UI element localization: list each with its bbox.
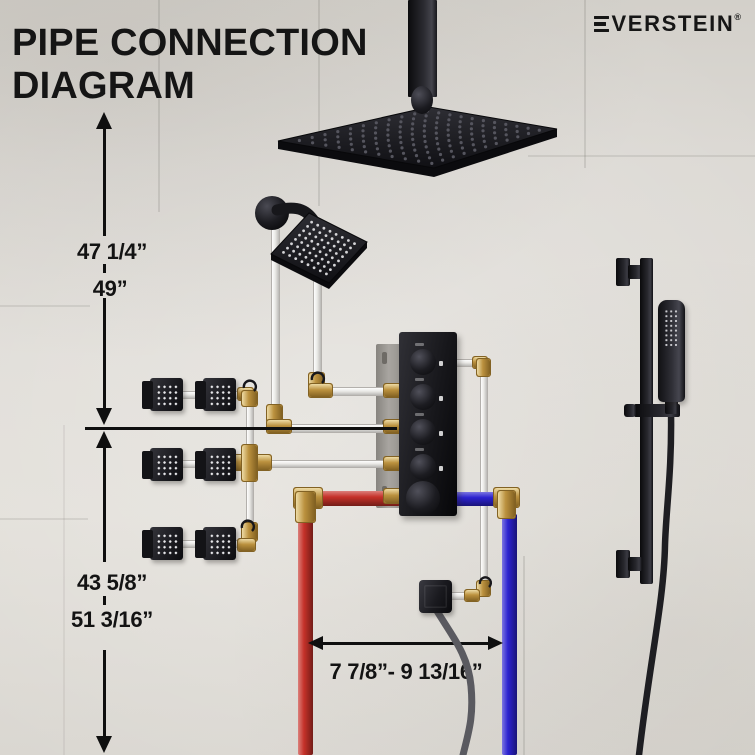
ceiling-shower-arm bbox=[408, 0, 437, 97]
dimension-label-rain-head-min: 47 1/4” bbox=[76, 239, 148, 264]
brass-elbow-fitting bbox=[241, 390, 258, 407]
body-jet bbox=[195, 448, 236, 481]
cold-water-pipe bbox=[452, 492, 502, 506]
brass-elbow-fitting bbox=[266, 404, 283, 423]
wall-grout-line bbox=[0, 305, 90, 307]
valve-port-fitting bbox=[383, 383, 402, 398]
title-line-2: DIAGRAM bbox=[12, 64, 195, 107]
dimension-label-valve-min: 43 5/8” bbox=[76, 570, 148, 595]
dimension-arrow-up bbox=[96, 431, 112, 448]
wall-shower-flange bbox=[255, 196, 289, 230]
brass-elbow-cold bbox=[497, 490, 516, 519]
slide-bar-bottom-mount bbox=[616, 550, 630, 578]
brand-logo: VERSTEIN ® bbox=[593, 11, 741, 37]
valve-knob-1 bbox=[410, 343, 443, 375]
dimension-line bbox=[320, 642, 491, 645]
wall-grout-line bbox=[528, 155, 755, 157]
ceiling-rain-shower-head bbox=[277, 106, 558, 177]
hand-shower-tail bbox=[665, 400, 678, 414]
body-jet bbox=[195, 378, 236, 411]
dimension-arrow-left bbox=[308, 636, 323, 650]
slide-bar-top-mount bbox=[616, 258, 630, 286]
valve-port-fitting bbox=[383, 419, 402, 434]
hand-shower-pipe bbox=[450, 359, 486, 367]
slide-bar-bottom-arm bbox=[628, 557, 642, 571]
dimension-arrow-down bbox=[96, 736, 112, 753]
brass-cross-fitting bbox=[241, 444, 258, 482]
wall-grout-line bbox=[63, 425, 65, 755]
brass-elbow-fitting bbox=[464, 589, 480, 602]
ceiling-arm-connector bbox=[411, 86, 433, 114]
dimension-arrow-right bbox=[488, 636, 503, 650]
wall-head-nozzles bbox=[282, 220, 356, 276]
wall-grout-line bbox=[158, 0, 160, 212]
brass-elbow-hot bbox=[295, 491, 316, 523]
slide-bar-top-arm bbox=[628, 265, 642, 279]
valve-knob-4 bbox=[410, 448, 443, 480]
wall-grout-line bbox=[523, 556, 525, 755]
dimension-line bbox=[103, 298, 106, 412]
holder-adjust-knob bbox=[624, 404, 636, 417]
body-jet-pipe-row2 bbox=[160, 460, 398, 468]
brass-elbow-fitting bbox=[476, 358, 491, 377]
dimension-tick bbox=[103, 596, 106, 605]
hot-water-pipe bbox=[298, 518, 313, 755]
slide-bar bbox=[640, 258, 653, 584]
dimension-tick bbox=[103, 264, 106, 273]
dimension-line bbox=[103, 126, 106, 236]
dimension-arrow-down bbox=[96, 408, 112, 425]
valve-port-fitting bbox=[383, 488, 402, 504]
registered-trademark: ® bbox=[734, 12, 741, 22]
body-jet bbox=[142, 448, 183, 481]
valve-temperature-knob bbox=[406, 481, 440, 515]
brass-elbow-fitting bbox=[308, 383, 333, 398]
dimension-arrow-up bbox=[96, 112, 112, 129]
brand-name: VERSTEIN bbox=[611, 11, 735, 36]
valve-port-fitting bbox=[383, 456, 402, 471]
dimension-label-supply-spread: 7 7/8”- 9 13/16” bbox=[329, 659, 483, 684]
dimension-label-valve-max: 51 3/16” bbox=[70, 607, 154, 632]
dimension-label-rain-head-max: 49” bbox=[92, 276, 128, 301]
body-jet bbox=[195, 527, 236, 560]
wall-grout-line bbox=[0, 518, 88, 520]
ceiling-head-nozzles bbox=[297, 109, 541, 165]
brass-elbow-fitting bbox=[237, 538, 256, 552]
wall-shower-arm bbox=[271, 202, 322, 230]
hot-water-pipe bbox=[316, 491, 400, 506]
cold-water-pipe bbox=[502, 514, 517, 755]
body-jet bbox=[142, 527, 183, 560]
wall-shower-supply-pipe bbox=[330, 387, 400, 396]
wall-grout-line bbox=[584, 0, 586, 168]
brass-elbow-fitting bbox=[266, 419, 292, 434]
body-jet bbox=[142, 378, 183, 411]
riser-pipe bbox=[271, 228, 280, 420]
wall-grout-line bbox=[318, 0, 320, 206]
hand-shower-wand bbox=[658, 300, 685, 402]
dimension-line bbox=[103, 445, 106, 562]
page-title: PIPE CONNECTION DIAGRAM bbox=[12, 22, 368, 107]
hand-shower-outlet-elbow bbox=[419, 580, 452, 613]
brand-e-bars-icon bbox=[593, 15, 609, 33]
title-line-1: PIPE CONNECTION bbox=[12, 22, 368, 64]
hand-shower-pipe-drop bbox=[480, 370, 488, 594]
valve-knob-2 bbox=[410, 378, 443, 410]
reference-line bbox=[85, 427, 397, 430]
wall-shower-supply-pipe bbox=[313, 280, 322, 390]
dimension-line bbox=[103, 650, 106, 740]
hand-shower-pipe-stub bbox=[450, 592, 470, 600]
valve-knob-3 bbox=[410, 413, 443, 445]
